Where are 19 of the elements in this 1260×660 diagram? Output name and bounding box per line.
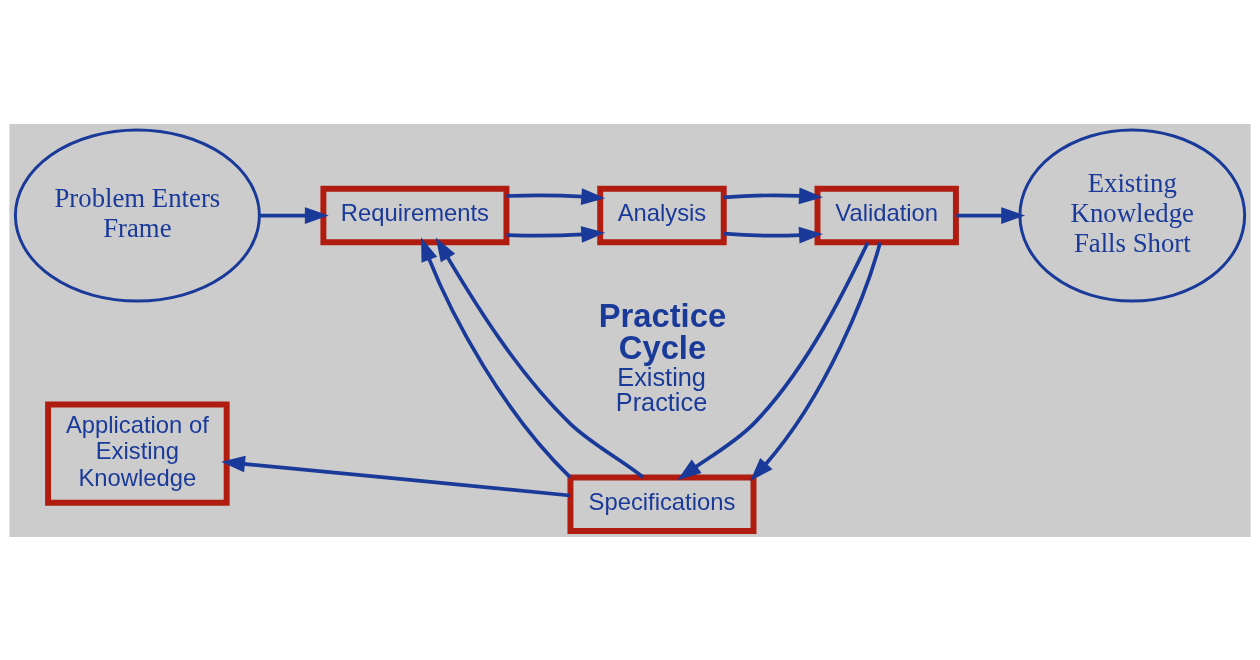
arrow (221, 455, 571, 497)
node-box: Validation (814, 185, 959, 245)
arrow (259, 206, 329, 224)
arrow (956, 206, 1026, 224)
arrow (677, 241, 870, 480)
node-box: Specifications (567, 474, 757, 534)
arrow (506, 187, 606, 205)
arrow (421, 236, 572, 478)
node-box: Application of Existing Knowledge (45, 401, 230, 506)
node-box: Analysis (597, 185, 727, 245)
arrow (750, 241, 882, 481)
label: Practice Cycle (598, 296, 727, 366)
arrow (506, 225, 606, 243)
arrow (723, 226, 823, 244)
node-ellipse: Existing Knowledge Falls Short (1018, 127, 1247, 303)
arrow (435, 237, 645, 479)
arrow (723, 187, 823, 204)
node-box: Requirements (320, 185, 510, 245)
node-ellipse: Problem Enters Frame (13, 127, 261, 303)
